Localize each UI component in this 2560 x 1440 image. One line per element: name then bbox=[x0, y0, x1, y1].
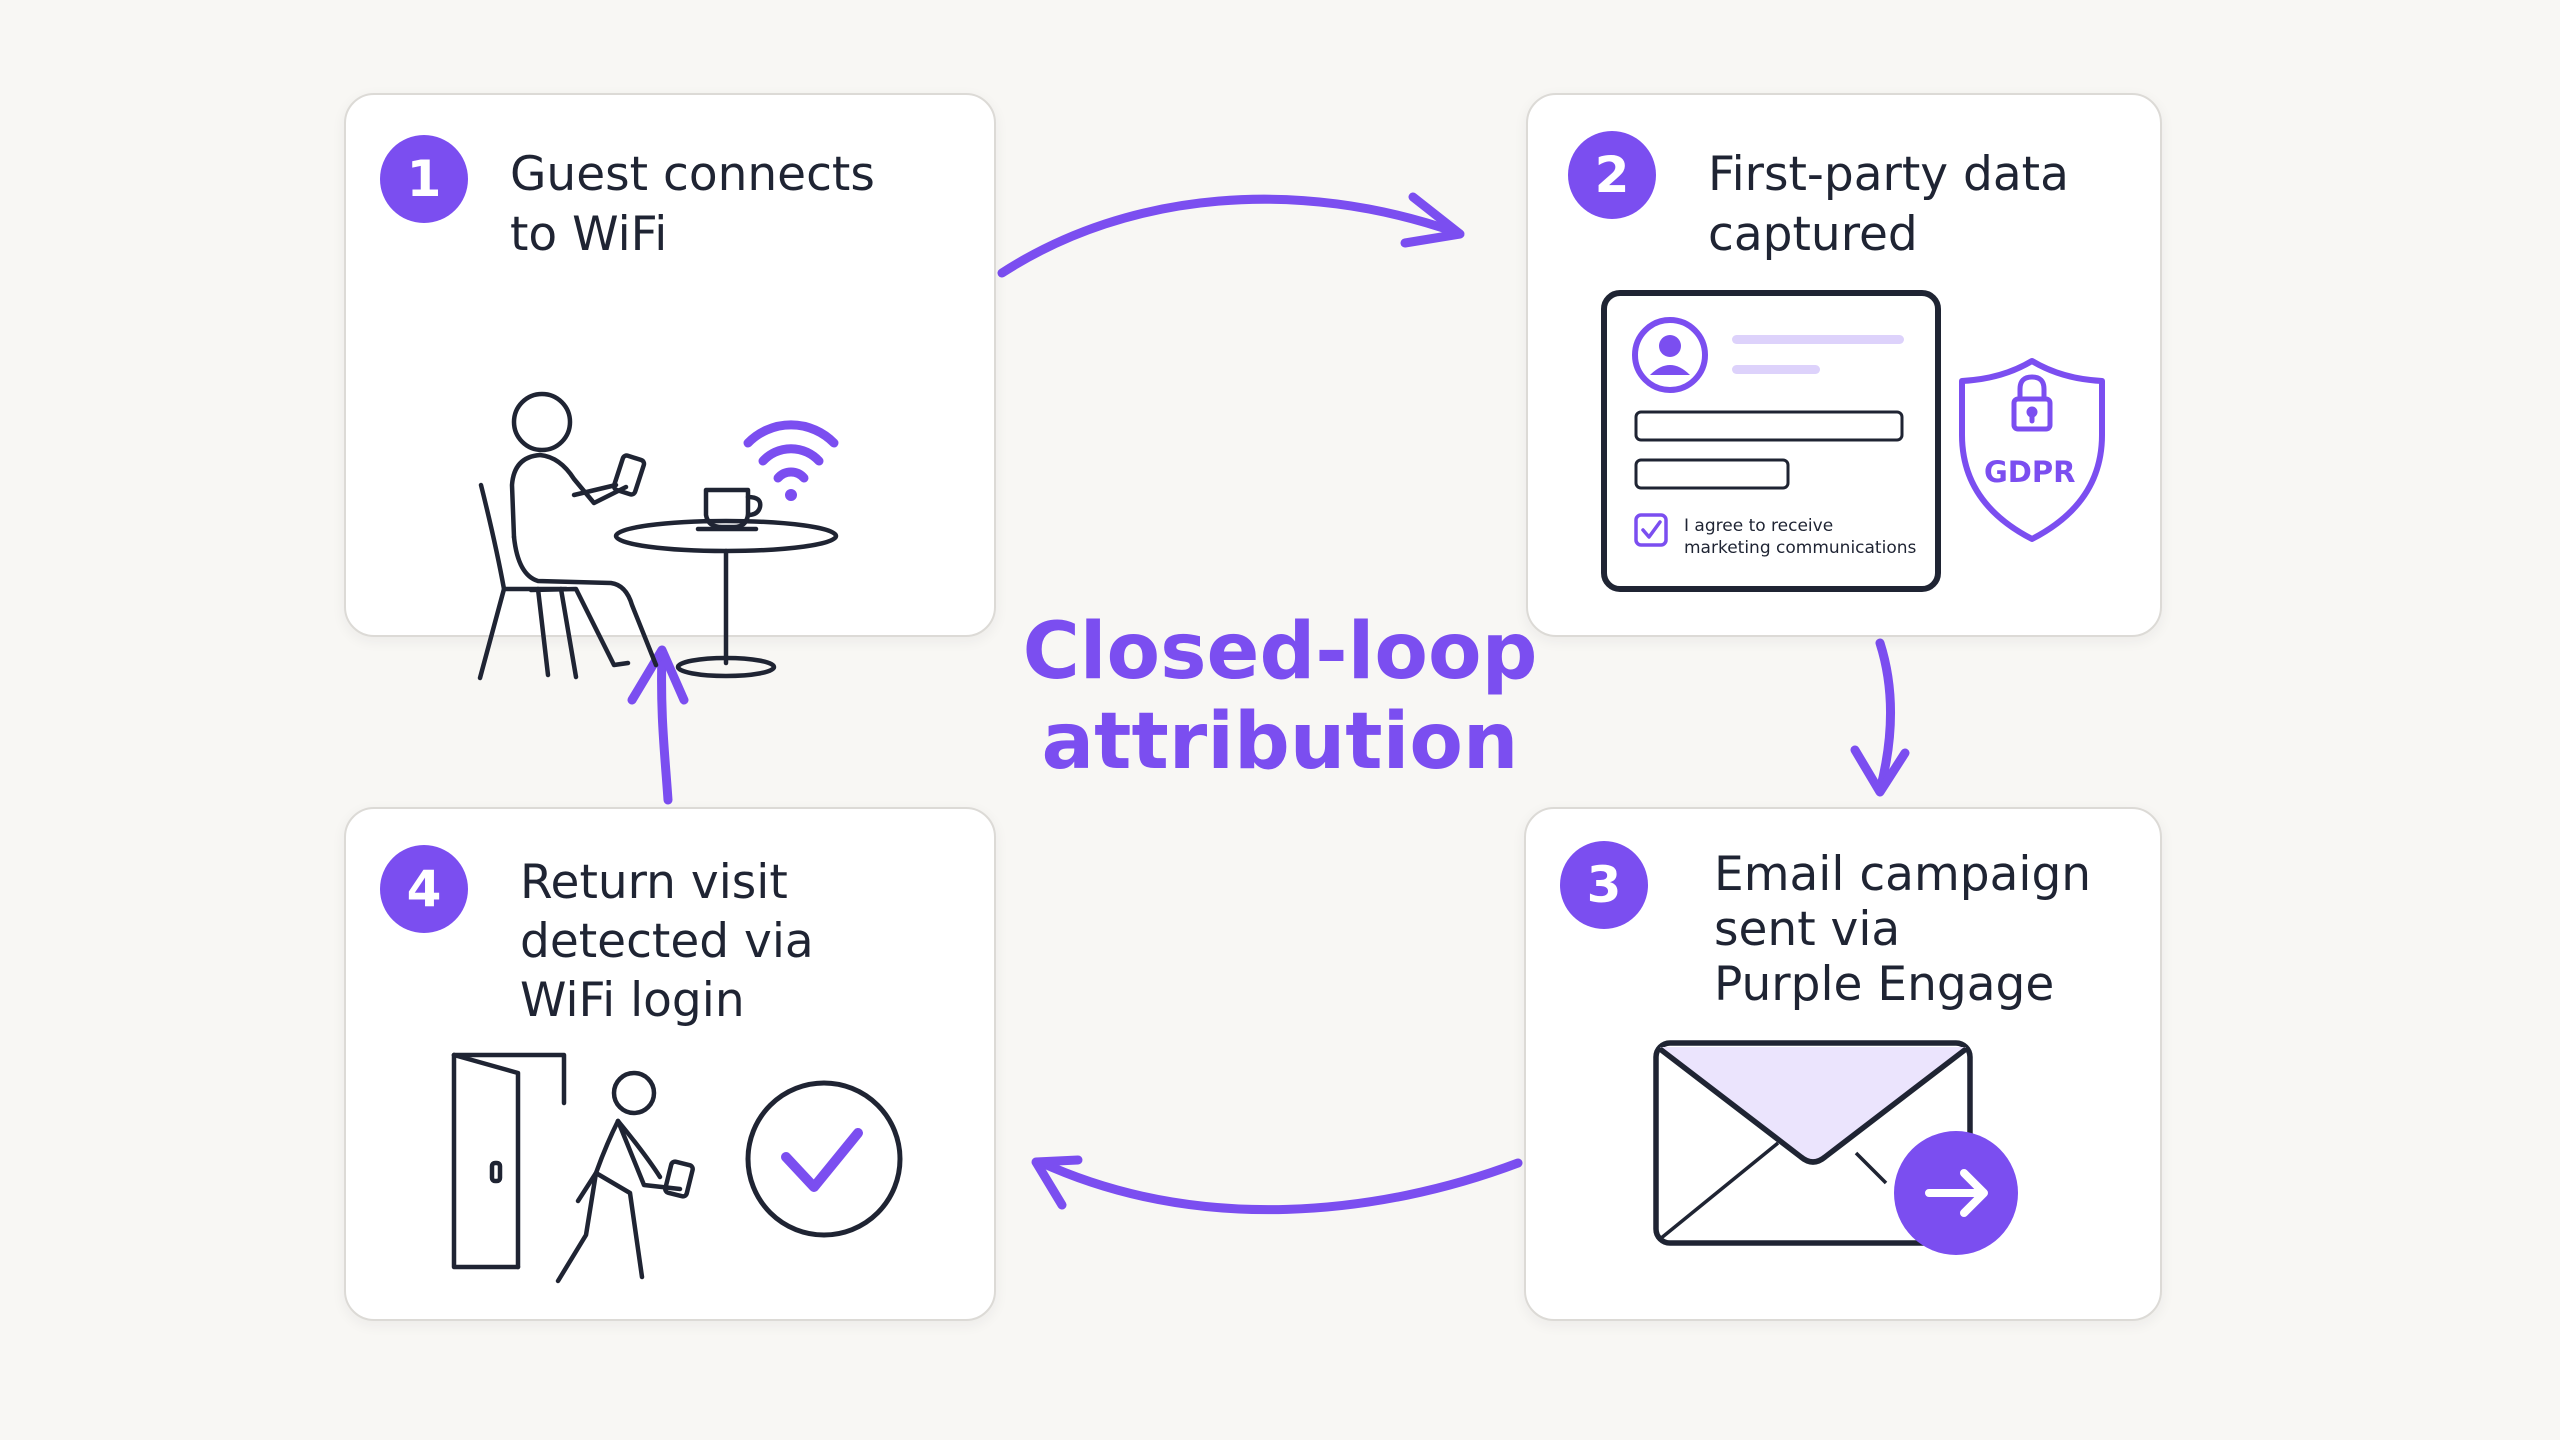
step-card-email-campaign: 3 Email campaign sent via Purple Engage bbox=[1524, 807, 2162, 1321]
user-avatar-icon bbox=[1632, 317, 1708, 393]
signup-form-illustration bbox=[1601, 290, 1941, 592]
step-number-badge: 2 bbox=[1568, 131, 1656, 219]
wifi-icon bbox=[743, 420, 839, 501]
step-number-badge: 4 bbox=[380, 845, 468, 933]
cafe-table-icon bbox=[613, 518, 839, 679]
text-field bbox=[1634, 458, 1790, 490]
text-field bbox=[1634, 410, 1904, 442]
door-icon bbox=[451, 1052, 567, 1270]
cafe-guest-illustration bbox=[477, 391, 839, 681]
arrow-step2-to-step3 bbox=[1875, 638, 1895, 795]
step-number-badge: 1 bbox=[380, 135, 468, 223]
diagram-title: Closed-loop attribution bbox=[1022, 607, 1538, 787]
arrow-right-icon bbox=[1894, 1131, 2018, 1255]
arrow-step4-to-step1 bbox=[657, 647, 673, 805]
step-card-guest-connects: 1 Guest connects to WiFi bbox=[344, 93, 996, 681]
step-card-data-captured: 2 First-party data captured I agree to r… bbox=[1526, 93, 2162, 637]
checkbox-icon bbox=[1634, 513, 1668, 547]
chair-icon bbox=[477, 482, 579, 681]
step-title: Return visit detected via WiFi login bbox=[520, 855, 814, 1028]
coffee-cup-icon bbox=[695, 487, 763, 532]
return-visit-illustration bbox=[451, 1052, 903, 1284]
arrow-step1-to-step2 bbox=[997, 194, 1460, 278]
checkmark-circle-icon bbox=[745, 1080, 903, 1238]
gdpr-label: GDPR bbox=[1984, 455, 2076, 489]
arrow-step3-to-step4 bbox=[1035, 1157, 1523, 1215]
step-card-return-visit: 4 Return visit detected via WiFi login bbox=[344, 807, 996, 1321]
step-title: Guest connects to WiFi bbox=[510, 147, 875, 262]
envelope-icon bbox=[1653, 1040, 1973, 1246]
step-title: Email campaign sent via Purple Engage bbox=[1714, 847, 2092, 1012]
consent-label: I agree to receive marketing communicati… bbox=[1684, 516, 1917, 558]
step-title: First-party data captured bbox=[1708, 147, 2069, 262]
email-send-illustration bbox=[1653, 1040, 2018, 1255]
shield-icon bbox=[1959, 358, 2105, 542]
person-icon bbox=[509, 391, 659, 668]
step-number-badge: 3 bbox=[1560, 841, 1648, 929]
walking-person-icon bbox=[555, 1070, 695, 1284]
lock-icon bbox=[2011, 374, 2053, 432]
